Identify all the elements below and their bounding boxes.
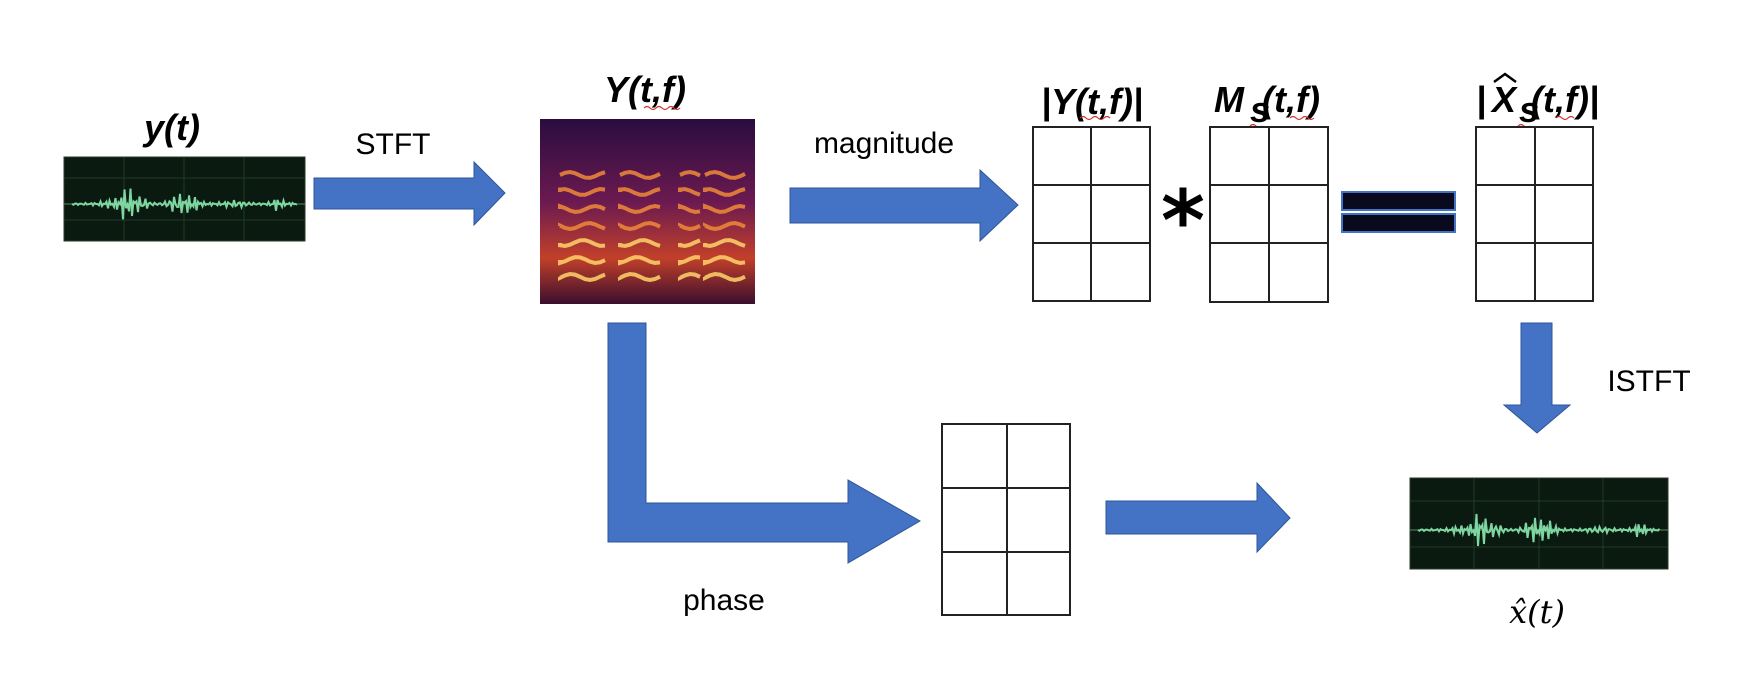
stft-arrow bbox=[313, 160, 506, 227]
est-mag-label: | X s (t,f)| bbox=[1476, 72, 1599, 130]
mask-subscript: s bbox=[1250, 89, 1270, 130]
phase-matrix bbox=[941, 423, 1071, 616]
spectrogram-image bbox=[540, 119, 755, 304]
est-mag-args: (t,f)| bbox=[1531, 79, 1599, 120]
output-waveform bbox=[1409, 477, 1669, 570]
mask-symbol: M bbox=[1214, 79, 1245, 120]
estimated-magnitude-matrix bbox=[1475, 126, 1594, 302]
phase-arrow bbox=[607, 322, 922, 564]
est-mag-symbol: X bbox=[1490, 79, 1518, 120]
magnitude-arrow bbox=[789, 168, 1019, 243]
mag-matrix-label: |Y(t,f)| bbox=[1041, 81, 1143, 122]
est-mag-subscript: s bbox=[1519, 89, 1539, 130]
istft-label: ISTFT bbox=[1607, 365, 1690, 398]
magnitude-label: magnitude bbox=[814, 127, 954, 160]
signal-in-label: y(t) bbox=[142, 107, 200, 148]
reconstruct-arrow bbox=[1105, 481, 1291, 554]
asterisk-icon: * bbox=[1161, 172, 1205, 270]
mask-args: (t,f) bbox=[1262, 79, 1320, 120]
magnitude-matrix bbox=[1032, 126, 1151, 302]
signal-out-label: x̂(t) bbox=[1509, 593, 1565, 631]
spectrogram-title: Y(t,f) bbox=[604, 69, 686, 110]
equals-icon bbox=[1341, 191, 1456, 233]
est-mag-left: | bbox=[1476, 79, 1486, 120]
phase-label: phase bbox=[683, 584, 765, 617]
stft-label: STFT bbox=[356, 128, 431, 161]
mask-label: M s (t,f) bbox=[1214, 79, 1320, 130]
input-waveform bbox=[63, 156, 306, 242]
istft-arrow bbox=[1502, 322, 1572, 434]
mask-matrix bbox=[1209, 126, 1329, 303]
